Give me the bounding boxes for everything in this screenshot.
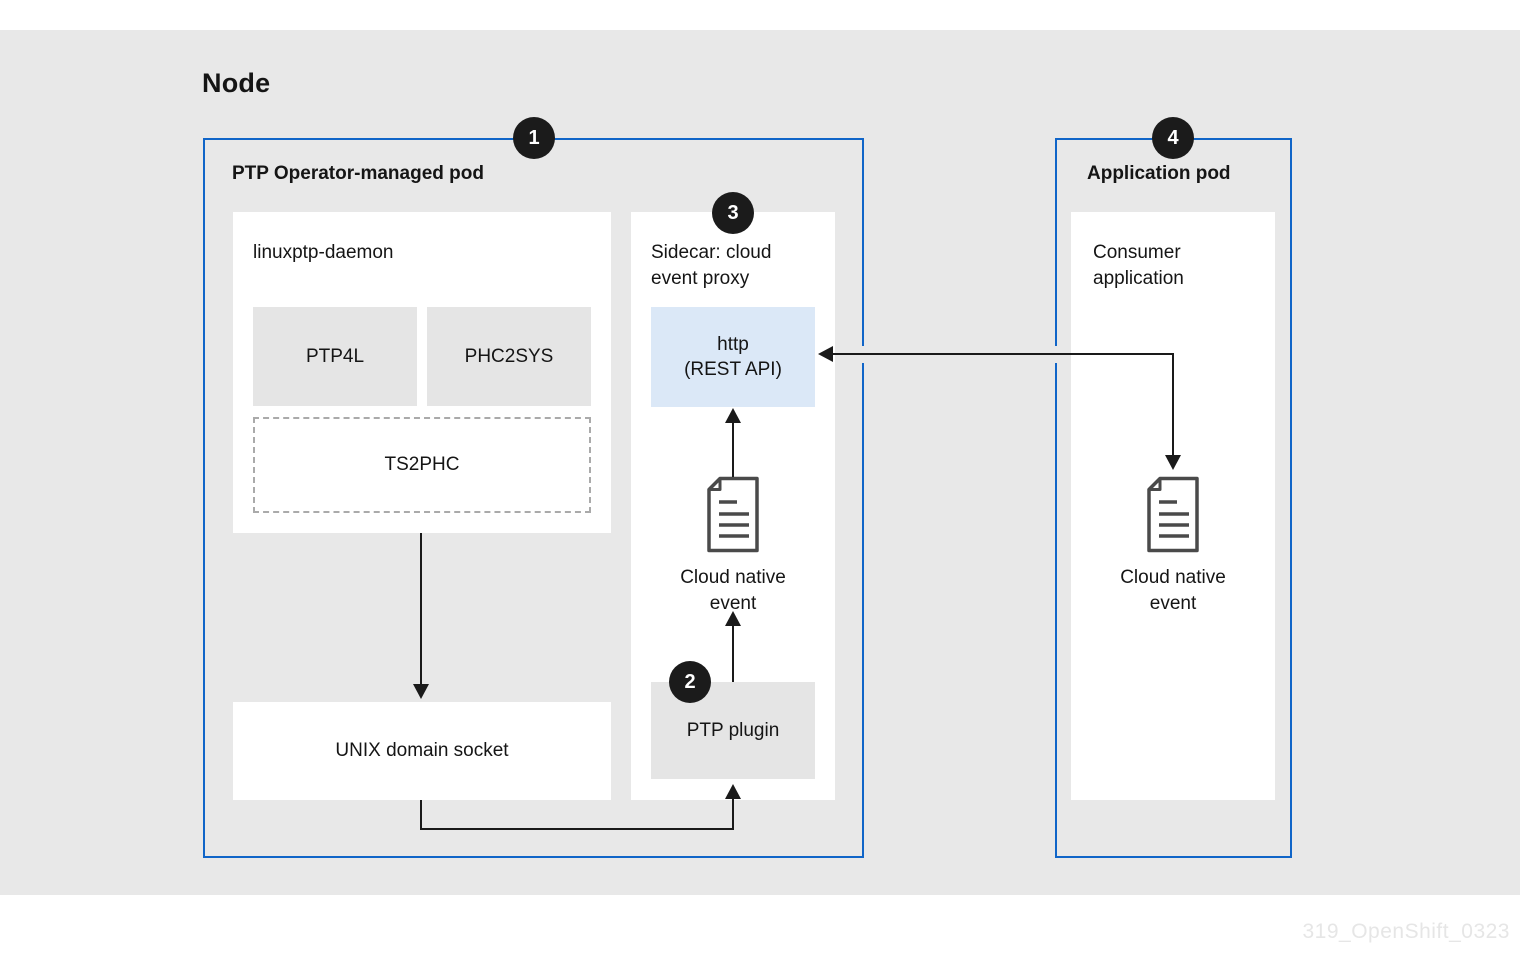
ts2phc-box: TS2PHC: [253, 417, 591, 513]
figure-id-watermark: 319_OpenShift_0323: [1302, 920, 1510, 943]
cloud-native-event-line1: Cloud native: [1120, 567, 1226, 588]
unix-domain-socket-box: UNIX domain socket: [233, 702, 611, 800]
sidecar-title-line1: Sidecar: cloud: [651, 242, 772, 263]
ptp4l-box: PTP4L: [253, 307, 417, 406]
sidecar-title-line2: event proxy: [651, 268, 750, 289]
arrow-segment: [830, 353, 1174, 355]
arrow-segment: [1172, 353, 1174, 457]
cloud-native-event-document-icon: [1147, 476, 1199, 553]
callout-badge-3: 3: [712, 192, 754, 234]
cloud-native-event-line1: Cloud native: [680, 567, 786, 588]
sidecar-title: Sidecar: cloud event proxy: [651, 240, 771, 292]
arrow-segment: [420, 533, 422, 686]
cloud-native-event-label: Cloud native event: [1071, 565, 1275, 617]
arrowhead-down: [413, 684, 429, 699]
cloud-native-event-label: Cloud native event: [631, 565, 835, 617]
arrow-segment: [732, 421, 734, 477]
application-pod-title: Application pod: [1087, 163, 1231, 184]
linuxptp-daemon-label: linuxptp-daemon: [253, 242, 394, 263]
unix-domain-socket-label: UNIX domain socket: [335, 740, 509, 761]
arrow-segment: [420, 828, 734, 830]
consumer-application-line2: application: [1093, 268, 1184, 289]
consumer-application-label: Consumer application: [1093, 240, 1184, 292]
cloud-native-event-line2: event: [1149, 593, 1197, 614]
arrowhead-up: [725, 611, 741, 626]
cloud-native-event-document-icon: [707, 476, 759, 553]
cloud-native-event-line2: event: [709, 593, 757, 614]
callout-badge-2: 2: [669, 661, 711, 703]
http-label-line2: (REST API): [684, 359, 782, 380]
callout-badge-4: 4: [1152, 117, 1194, 159]
arrowhead-down: [1165, 455, 1181, 470]
http-rest-api-box: http (REST API): [651, 307, 815, 407]
arrow-segment: [732, 624, 734, 682]
node-label: Node: [202, 68, 271, 98]
ptp-pod-title: PTP Operator-managed pod: [232, 163, 484, 184]
arrow-segment: [420, 800, 422, 830]
phc2sys-box: PHC2SYS: [427, 307, 591, 406]
arrowhead-left: [818, 346, 833, 362]
arrowhead-up: [725, 784, 741, 799]
callout-badge-1: 1: [513, 117, 555, 159]
http-label-line1: http: [717, 334, 749, 355]
arrow-segment: [732, 797, 734, 830]
consumer-application-line1: Consumer: [1093, 242, 1181, 263]
arrowhead-up: [725, 408, 741, 423]
